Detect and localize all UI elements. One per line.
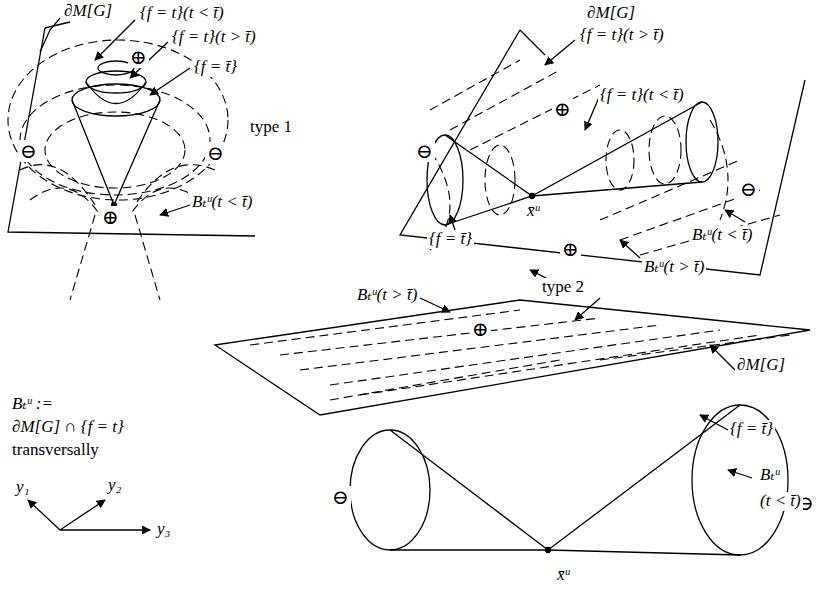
math-label: x̄ᵘ <box>525 202 542 221</box>
sign-label: ⊖ <box>18 140 39 162</box>
math-label: y₁ <box>14 478 31 497</box>
sign-label: ⊖ <box>738 178 759 200</box>
math-label: ∂M[G] <box>735 356 787 375</box>
math-label: ∂M[G] <box>585 4 637 23</box>
math-label: Bₜᵘ <box>758 466 782 485</box>
math-label: {f = t̄} <box>728 420 775 439</box>
math-label: ∂M[G] ∩ {f = t} <box>10 418 126 437</box>
sign-label: ⊖ <box>205 142 226 164</box>
math-label: type 2 <box>540 278 586 297</box>
sign-label: ⊖ <box>330 486 351 508</box>
math-label: y₃ <box>155 520 172 539</box>
math-label: {f = t̄} <box>427 230 474 249</box>
sign-label: ⊕ <box>552 98 573 120</box>
type2-small-figure <box>400 30 805 275</box>
math-label: {f = t}(t > t̄) <box>578 26 666 45</box>
math-label: {f = t}(t < t̄) <box>138 4 226 23</box>
math-label: {f = t}(t < t̄) <box>598 86 686 105</box>
coordinate-axes <box>28 500 150 530</box>
math-label: y₂ <box>106 476 123 495</box>
math-label: type 1 <box>248 118 294 137</box>
math-label: x̄ᵘ <box>555 566 572 585</box>
math-label: (t < t̄) <box>758 492 803 511</box>
sign-label: ⊕ <box>470 318 491 340</box>
sign-label: ⊕ <box>128 46 149 68</box>
math-label: {f = t̄} <box>192 58 239 77</box>
type2-large-figure <box>215 298 810 555</box>
math-label: ∂M[G] <box>62 2 114 21</box>
math-label: Bₜᵘ(t > t̄) <box>642 258 706 277</box>
type1-figure <box>8 18 255 300</box>
math-label: Bₜᵘ(t < t̄) <box>690 226 754 245</box>
sign-label: ⊕ <box>560 238 581 260</box>
math-label: Bₜᵘ(t < t̄) <box>190 193 254 212</box>
sign-label: ⊕ <box>100 206 121 228</box>
math-label: {f = t}(t > t̄) <box>170 28 258 47</box>
math-label: transversally <box>10 441 101 460</box>
sign-label: ⊖ <box>414 140 435 162</box>
math-label: Bₜᵘ(t > t̄) <box>355 286 419 305</box>
math-label: Bₜᵘ := <box>10 395 55 414</box>
